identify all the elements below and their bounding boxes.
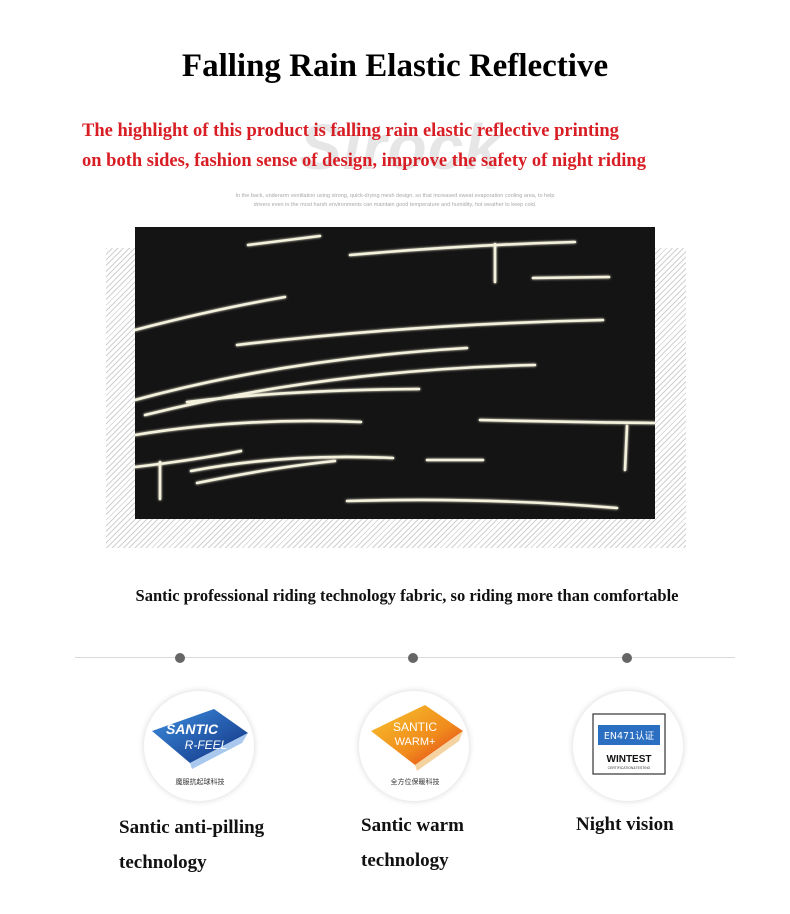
- divider-dot-1: [175, 653, 185, 663]
- section-divider: [75, 657, 735, 658]
- feature-line: technology: [361, 850, 449, 871]
- feature-line: Night vision: [576, 814, 674, 835]
- divider-dot-2: [408, 653, 418, 663]
- svg-text:EN471认证: EN471认证: [604, 730, 655, 742]
- anti-pilling-badge: SANTIC R-FEEL 魔服抗起球科技: [143, 690, 255, 802]
- small-description-line-1: In the back, underarm ventilation using …: [235, 193, 555, 199]
- feature-warm: Santic warm technology: [361, 808, 464, 878]
- badge-caption: 魔服抗起球科技: [175, 778, 225, 786]
- warm-badge: SANTIC WARM+ 全方位保暖科技: [358, 690, 470, 802]
- svg-text:WINTEST: WINTEST: [607, 754, 652, 765]
- page-title: Falling Rain Elastic Reflective: [181, 48, 609, 84]
- en471-wintest-logo-icon: EN471认证 WINTEST CERTIFICATION&TESTING: [592, 713, 666, 775]
- reflective-fabric-image: [135, 227, 655, 519]
- feature-line: technology: [119, 852, 207, 873]
- svg-text:WARM+: WARM+: [395, 736, 436, 748]
- small-description: In the back, underarm ventilation using …: [195, 192, 595, 210]
- santic-r-feel-logo-icon: SANTIC R-FEEL: [152, 709, 248, 769]
- night-vision-badge: EN471认证 WINTEST CERTIFICATION&TESTING: [572, 690, 684, 802]
- highlight-line-2: on both sides, fashion sense of design, …: [82, 151, 646, 171]
- svg-text:SANTIC: SANTIC: [166, 721, 219, 737]
- feature-anti-pilling: Santic anti-pilling technology: [119, 810, 264, 880]
- highlight-line-1: The highlight of this product is falling…: [82, 121, 619, 141]
- svg-text:SANTIC: SANTIC: [393, 720, 437, 734]
- santic-warm-logo-icon: SANTIC WARM+: [371, 705, 463, 771]
- divider-dot-3: [622, 653, 632, 663]
- fabric-tagline: Santic professional riding technology fa…: [135, 586, 679, 605]
- reflective-stripes-graphic: [135, 234, 655, 510]
- highlight-text: The highlight of this product is falling…: [82, 116, 762, 176]
- brand-watermark: Sirock: [299, 111, 501, 183]
- svg-text:R-FEEL: R-FEEL: [185, 738, 228, 752]
- feature-night-vision: Night vision: [576, 807, 674, 842]
- badge-caption: 全方位保暖科技: [390, 778, 440, 786]
- feature-line: Santic warm: [361, 815, 464, 836]
- small-description-line-2: drivers even in the most harsh environme…: [253, 202, 537, 208]
- svg-text:CERTIFICATION&TESTING: CERTIFICATION&TESTING: [608, 766, 651, 770]
- feature-line: Santic anti-pilling: [119, 817, 265, 838]
